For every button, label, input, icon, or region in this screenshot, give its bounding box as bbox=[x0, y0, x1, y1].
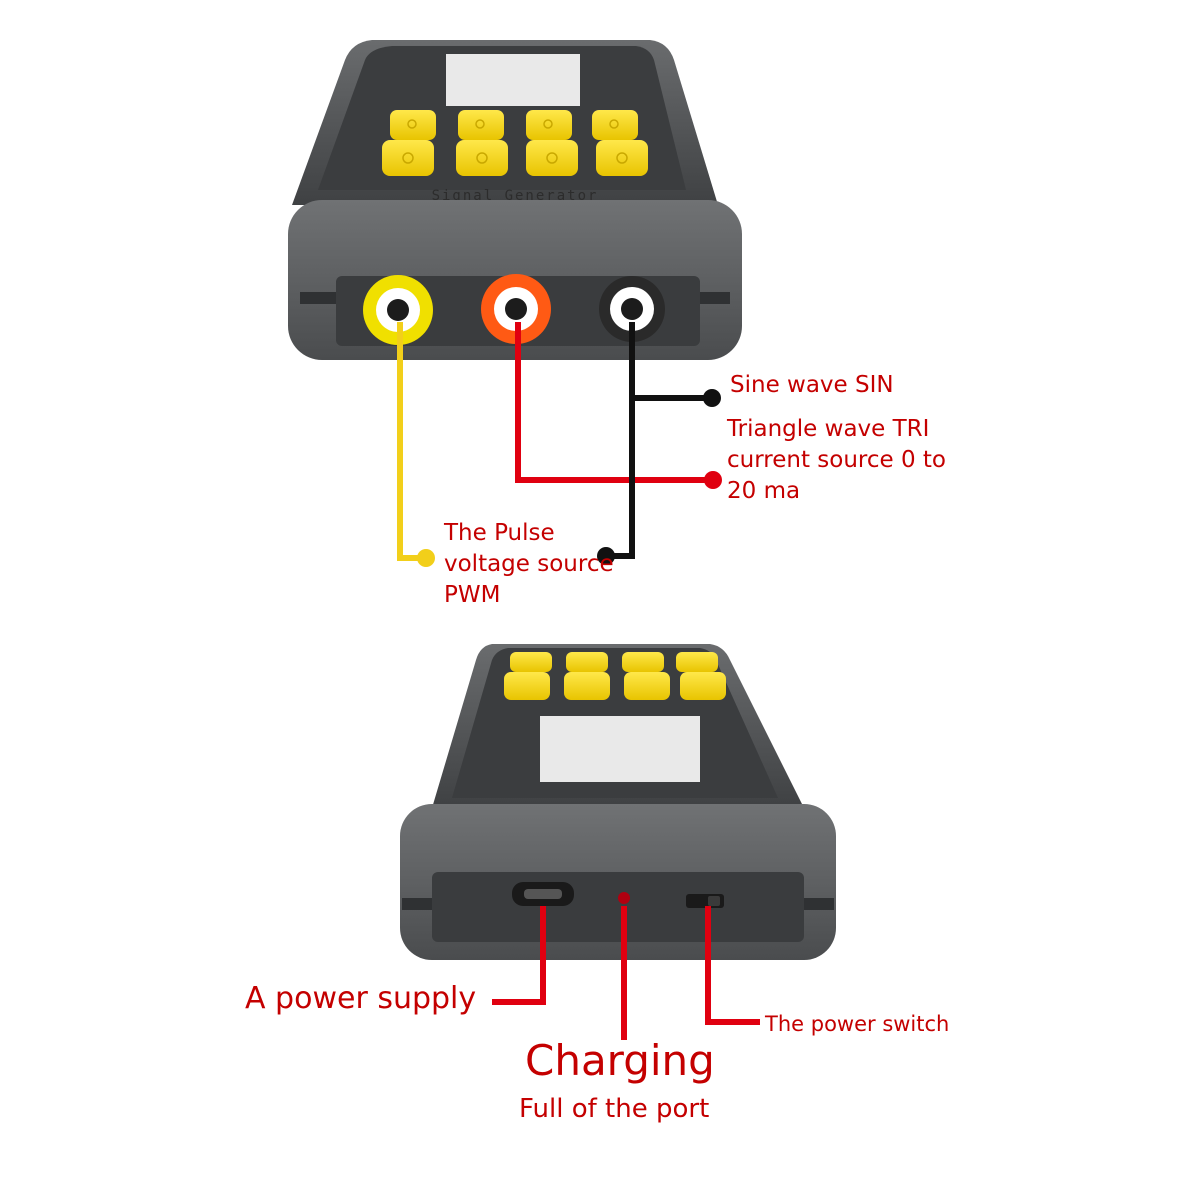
bottom-device bbox=[400, 644, 836, 960]
port-yellow bbox=[363, 275, 433, 345]
label-charging: Charging bbox=[525, 1036, 715, 1085]
label-triangle-wave: Triangle wave TRI current source 0 to 20… bbox=[727, 416, 947, 504]
label-power-supply: A power supply bbox=[245, 981, 477, 1016]
key-f2[interactable] bbox=[458, 110, 504, 140]
key[interactable] bbox=[624, 672, 670, 700]
key-left[interactable] bbox=[526, 140, 578, 176]
key[interactable] bbox=[676, 652, 718, 672]
key-power[interactable] bbox=[382, 140, 434, 176]
device-screen bbox=[446, 54, 580, 106]
keypad bbox=[382, 110, 648, 176]
port-black bbox=[599, 276, 665, 342]
key[interactable] bbox=[504, 672, 550, 700]
key[interactable] bbox=[680, 672, 726, 700]
key[interactable] bbox=[564, 672, 610, 700]
key-f1[interactable] bbox=[390, 110, 436, 140]
port-orange bbox=[481, 274, 551, 344]
label-power-switch: The power switch bbox=[765, 1012, 950, 1036]
usb-port bbox=[512, 882, 574, 906]
label-pulse-pwm: The Pulse voltage source PWM bbox=[444, 520, 614, 608]
top-wires bbox=[397, 322, 722, 567]
top-device: Signal Generator bbox=[288, 40, 742, 360]
bottom-wires bbox=[492, 906, 760, 1040]
keypad-bottom bbox=[504, 652, 726, 700]
charging-led bbox=[618, 892, 630, 904]
key[interactable] bbox=[566, 652, 608, 672]
key-f3[interactable] bbox=[526, 110, 572, 140]
key-down[interactable] bbox=[596, 140, 648, 176]
label-charging-port: Full of the port bbox=[519, 1094, 710, 1124]
key-set[interactable] bbox=[456, 140, 508, 176]
key[interactable] bbox=[622, 652, 664, 672]
key-up[interactable] bbox=[592, 110, 638, 140]
power-switch[interactable] bbox=[686, 894, 724, 908]
device-screen bbox=[540, 716, 700, 782]
key[interactable] bbox=[510, 652, 552, 672]
label-sine-wave: Sine wave SIN bbox=[730, 372, 894, 398]
